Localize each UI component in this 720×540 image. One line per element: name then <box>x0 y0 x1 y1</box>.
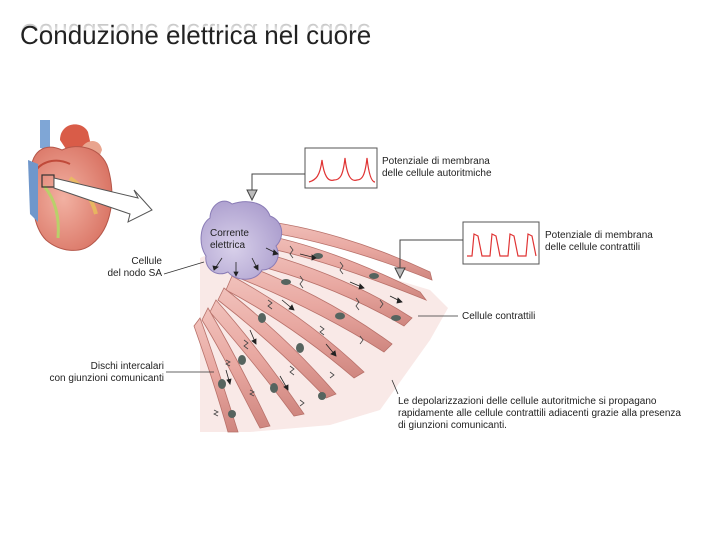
pointer-arrow-icon <box>247 174 305 200</box>
intercalated-discs-label: Dischi intercalari con giunzioni comunic… <box>20 361 164 385</box>
electric-current-line-1: Corrente <box>210 228 249 240</box>
autorhythmic-trace-box <box>305 148 377 188</box>
intercalated-discs-line-1: Dischi intercalari <box>20 361 164 373</box>
electric-current-line-2: elettrica <box>210 240 249 252</box>
contractile-trace-box <box>463 222 539 264</box>
contractile-potential-label: Potenziale di membrana delle cellule con… <box>545 230 653 254</box>
depolarization-line-2: rapidamente alle cellule contrattili adi… <box>398 408 718 420</box>
sa-node-cells-line-1: Cellule <box>84 256 162 268</box>
contractile-potential-line-1: Potenziale di membrana <box>545 230 653 242</box>
autorhythmic-potential-line-2: delle cellule autoritmiche <box>382 168 492 180</box>
depolarization-line-3: di giunzioni comunicanti. <box>398 420 718 432</box>
autorhythmic-potential-line-1: Potenziale di membrana <box>382 156 492 168</box>
intercalated-discs-line-2: con giunzioni comunicanti <box>20 373 164 385</box>
contractile-cells-label: Cellule contrattili <box>462 311 535 323</box>
autorhythmic-potential-label: Potenziale di membrana delle cellule aut… <box>382 156 492 180</box>
electric-current-label: Corrente elettrica <box>210 228 249 252</box>
depolarization-line-1: Le depolarizzazioni delle cellule autori… <box>398 396 718 408</box>
depolarization-caption: Le depolarizzazioni delle cellule autori… <box>398 396 718 432</box>
sa-node-cells-line-2: del nodo SA <box>84 268 162 280</box>
sa-node-cells-label: Cellule del nodo SA <box>84 256 162 280</box>
contractile-potential-line-2: delle cellule contrattili <box>545 242 653 254</box>
